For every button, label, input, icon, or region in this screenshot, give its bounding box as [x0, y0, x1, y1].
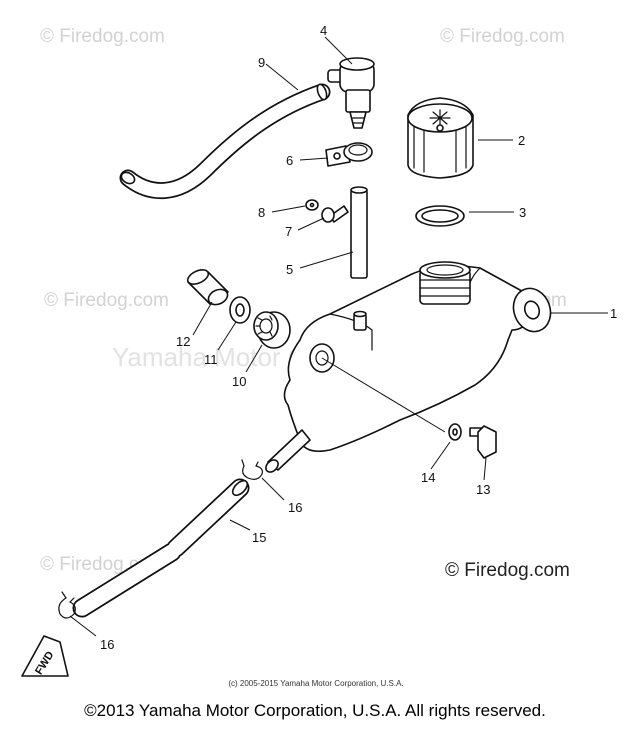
watermark-mid-left: © Firedog.com	[44, 290, 169, 311]
hose-clip-upper	[241, 459, 263, 480]
hose-clip-lower	[58, 591, 76, 619]
breather-hose	[119, 83, 331, 199]
mount-washer	[229, 296, 251, 324]
inner-copyright: (c) 2005-2015 Yamaha Motor Corporation, …	[228, 679, 403, 688]
clamp-screw	[321, 205, 349, 223]
callout-leaders	[69, 36, 608, 637]
callout-16-lower: 16	[100, 637, 114, 652]
breather-fitting	[327, 57, 375, 129]
tank-bolt	[469, 425, 497, 459]
callout-1: 1	[610, 306, 617, 321]
tank-cap	[407, 97, 474, 179]
oil-tank	[265, 261, 552, 473]
clamp-washer	[305, 199, 319, 211]
callout-16-upper: 16	[288, 500, 302, 515]
callout-6: 6	[286, 153, 293, 168]
brand-stamp: © Firedog.com	[445, 560, 570, 581]
watermark-top-left: © Firedog.com	[40, 26, 165, 47]
callout-5: 5	[286, 262, 293, 277]
watermark-top-right: © Firedog.com	[440, 26, 565, 47]
callout-7: 7	[285, 224, 292, 239]
callout-2: 2	[518, 133, 525, 148]
callout-3: 3	[519, 205, 526, 220]
oil-hose	[72, 478, 250, 618]
footer-copyright: ©2013 Yamaha Motor Corporation, U.S.A. A…	[84, 701, 546, 720]
callout-8: 8	[258, 205, 265, 220]
callout-numbers: 1 2 3 4 5 6 7 8 9 10 11 12 13 14 15 16 1…	[100, 23, 617, 652]
fwd-arrow: FWD	[21, 635, 69, 677]
callout-14: 14	[421, 470, 435, 485]
callout-9: 9	[258, 55, 265, 70]
callout-11: 11	[204, 352, 218, 367]
callout-12: 12	[176, 334, 190, 349]
breather-pipe	[350, 186, 368, 279]
callout-4: 4	[320, 23, 327, 38]
grommet	[253, 311, 291, 349]
pipe-clamp	[325, 142, 373, 167]
cap-gasket	[415, 205, 465, 227]
bolt-washer	[448, 423, 462, 441]
callout-15: 15	[252, 530, 266, 545]
callout-13: 13	[476, 482, 490, 497]
callout-10: 10	[232, 374, 246, 389]
mount-collar	[186, 269, 229, 306]
